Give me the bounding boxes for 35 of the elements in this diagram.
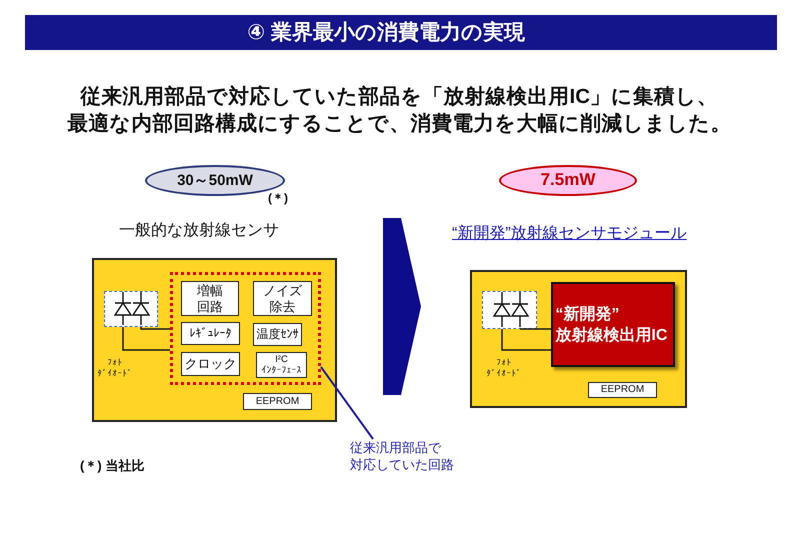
wire — [519, 328, 551, 330]
slide-title: ④ 業界最小の消費電力の実現 — [247, 20, 525, 46]
photodiode-label: ﾌｫﾄﾀﾞｲｵｰﾄﾞ — [486, 356, 523, 378]
wire — [122, 327, 170, 351]
callout-text: 従来汎用部品で対応していた回路 — [350, 439, 457, 473]
block-label: I²Cｲﾝﾀｰﾌｪｰｽ — [260, 354, 302, 376]
ic-chip-block — [551, 282, 675, 367]
block-label: 増幅回路 — [196, 282, 224, 314]
board-heading: “新開発”放射線センサモジュール — [452, 224, 687, 244]
block-label: ﾚｷﾞｭﾚｰﾀ — [190, 326, 232, 341]
block-label: クロック — [184, 356, 236, 372]
circuit-block — [181, 322, 240, 345]
wire — [140, 327, 170, 330]
wire — [501, 329, 551, 351]
power-value: 30～50mW — [177, 172, 253, 190]
memory-block — [588, 382, 657, 398]
block-label: ノイズ除去 — [262, 282, 303, 314]
power-value: 7.5mW — [540, 170, 596, 191]
footnote-mark: (＊) — [268, 191, 288, 206]
photodiode-label: ﾌｫﾄﾀﾞｲｵｰﾄﾞ — [96, 356, 134, 378]
lead-text: 従来汎用部品で対応していた部品を「放射線検出用IC」に集積し、最適な内部回路構成にすることで、消費電力を大幅に削減しました。 — [66, 84, 732, 137]
circuit-block — [253, 281, 312, 316]
footnote-text: (＊) 当社比 — [80, 458, 144, 474]
circuit-block — [256, 352, 307, 378]
block-label: EEPROM — [256, 396, 300, 408]
memory-block — [243, 393, 312, 410]
circuit-block — [253, 323, 302, 346]
board-heading: 一般的な放射線センサ — [119, 221, 279, 240]
block-arrow — [383, 218, 421, 395]
block-label: 温度ｾﾝｻ — [256, 327, 298, 342]
dotted-region — [170, 272, 321, 385]
block-label: EEPROM — [600, 384, 644, 396]
circuit-block — [181, 352, 240, 376]
chip-label: “新開発”放射線検出用IC — [555, 304, 668, 346]
circuit-block — [181, 281, 239, 316]
